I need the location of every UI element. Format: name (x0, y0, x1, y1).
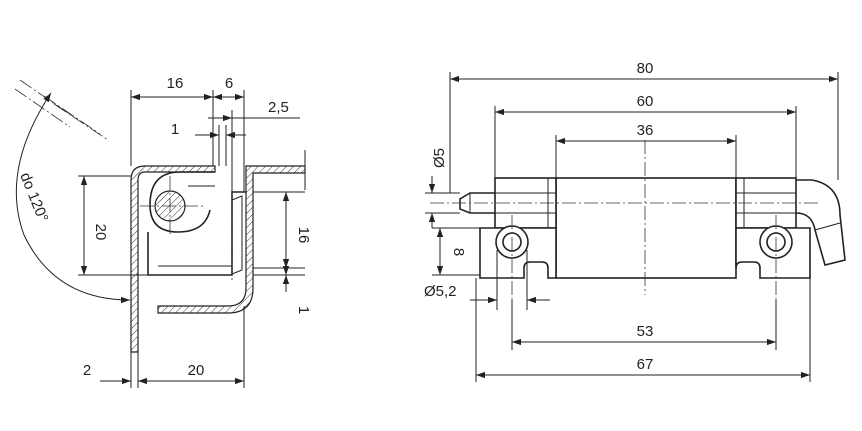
dim-6: 6 (225, 75, 233, 92)
dim-53: 53 (637, 323, 654, 340)
dim-20-bottom: 20 (188, 362, 205, 379)
side-view: 16 6 2,5 1 20 16 1 2 20 (14, 75, 312, 388)
dim-60: 60 (637, 93, 654, 110)
dim-80: 80 (637, 60, 654, 77)
dim-16-vertical: 16 (295, 227, 312, 244)
dim-1-vertical: 1 (295, 306, 312, 314)
dim-2-bottom: 2 (83, 362, 91, 379)
pin-tip (459, 192, 495, 214)
dim-67: 67 (637, 356, 654, 373)
bent-pin-end (795, 179, 846, 266)
center-knuckle (555, 177, 737, 279)
dim-8: 8 (450, 248, 467, 256)
dim-16-top: 16 (167, 75, 184, 92)
right-leaf (157, 165, 306, 314)
dim-20-vertical: 20 (92, 224, 109, 241)
dim-diam-5: Ø5 (431, 148, 448, 168)
knuckle-curl (149, 171, 215, 233)
angle-label: do 120° (16, 170, 51, 224)
dim-1-top: 1 (171, 121, 179, 138)
front-view: 80 60 36 Ø5 8 Ø5,2 53 (424, 60, 846, 382)
rotation-arc (15, 92, 131, 304)
dim-2-5: 2,5 (268, 99, 289, 116)
dim-36: 36 (637, 122, 654, 139)
dim-diam-5-2: Ø5,2 (424, 283, 457, 300)
